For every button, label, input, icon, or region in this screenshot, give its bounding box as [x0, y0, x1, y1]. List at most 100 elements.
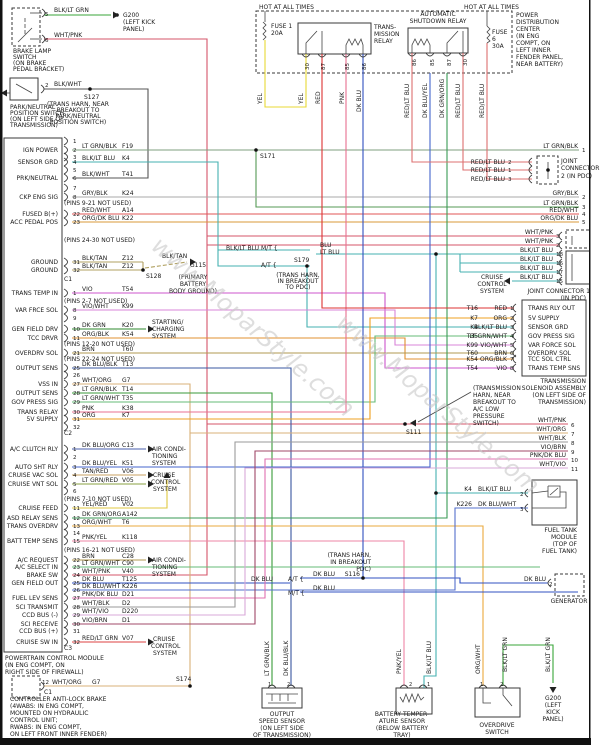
diagram-label: PANEL) — [123, 26, 144, 33]
diagram-label: PARK/NEUTRAL — [55, 113, 101, 120]
circuit-code: K99 — [122, 303, 134, 310]
diagram-label: TRANS- — [373, 24, 396, 31]
wire-teal-s179-solenoid — [306, 266, 514, 328]
diagram-label: ORG/WHT — [475, 644, 482, 674]
pin-number: 26 — [73, 588, 80, 594]
wire-vio-brn — [72, 450, 568, 625]
wire-color-label: BRN — [82, 346, 95, 353]
arrowhead-icon — [549, 687, 557, 693]
pcm-pin-brace — [63, 313, 68, 323]
diagram-label: (ON LEFT SIDE OF — [10, 116, 64, 123]
pin-arc — [425, 52, 435, 57]
diagram-label: (ON LEFT SIDE OF — [532, 392, 586, 399]
diagram-label: WHT/VIO — [539, 461, 566, 468]
diagram-label: 17 — [556, 270, 563, 276]
pin-arc — [512, 340, 517, 350]
diagram-label: 8 — [510, 366, 514, 372]
wire-color-label: GRY/BLK — [82, 190, 109, 197]
pcm-pin-brace — [63, 503, 68, 513]
diagram-label: WHT/ORG — [536, 426, 566, 433]
wire-wht-vio — [72, 467, 568, 616]
od-switch-symbol-2 — [502, 688, 513, 707]
wire-color-label: DK BLU/YEL — [82, 460, 117, 467]
pin-number: 10 — [73, 327, 80, 333]
diagram-label: 85 — [430, 59, 436, 66]
wire-color-label: LT GRN/BLK — [82, 386, 118, 393]
diagram-label: CONTROLLER ANTI-LOCK BRAKE — [10, 696, 107, 703]
diagram-label: 6 — [571, 423, 575, 429]
pin-number: 22 — [73, 212, 80, 218]
pins-not-used-note: (PINS 22-24 NOT USED) — [64, 356, 135, 363]
pin-number: 30 — [73, 410, 80, 416]
circuit-code: K118 — [122, 534, 138, 541]
arrowhead-icon — [148, 638, 154, 646]
pin-arc — [442, 52, 452, 57]
pin-number: 3 — [73, 155, 77, 161]
pcm-pin-label: SCI TRANSMIT — [16, 604, 59, 611]
pins-not-used-note: (PINS 24-30 NOT USED) — [64, 237, 135, 244]
pin-number: 1 — [73, 139, 77, 145]
pin-arc — [478, 684, 488, 689]
diagram-label: PANEL) — [542, 716, 563, 723]
circuit-code: G7 — [122, 377, 131, 384]
arrowhead-icon — [1, 89, 7, 97]
wire-pnk-dk-blu — [72, 458, 568, 599]
pin-arc — [528, 174, 533, 184]
pin-number: 13 — [73, 524, 80, 530]
pcm-pin-label: OVERDRV SOL — [15, 350, 59, 357]
diagram-label: PNK — [339, 91, 346, 104]
diagram-label: 2 — [582, 195, 586, 201]
junction-dot — [434, 252, 438, 256]
diagram-label: SWITCH — [13, 54, 37, 61]
circuit-code: C90 — [122, 560, 134, 567]
pcm-pin-label: CCD BUS (-) — [22, 612, 58, 619]
pin-number: 8 — [73, 308, 77, 314]
arrowhead-icon — [504, 277, 510, 285]
od-switch-symbol-1 — [482, 688, 491, 704]
diagram-label: LT GRN/BLK — [543, 200, 579, 207]
diagram-label: BLK/LT BLU — [478, 486, 511, 493]
pin-number: 25 — [73, 581, 80, 587]
diagram-label: DISTRIBUTION — [516, 19, 559, 26]
pin-arc — [528, 157, 533, 167]
junction-s171-label: S171 — [260, 153, 275, 160]
pin-arc — [512, 331, 517, 341]
joint-connector-1-bottom-box — [565, 250, 591, 285]
pin-number: 23 — [73, 220, 80, 226]
pcm-pin-label: A/C SELECT IN — [15, 564, 58, 571]
circuit-code: K22 — [122, 215, 134, 222]
diagram-label: 10 — [571, 458, 578, 464]
pcm-box — [3, 137, 63, 653]
s111-pointer-line — [417, 391, 472, 423]
pin-arc — [40, 681, 45, 691]
pin-arc — [41, 34, 46, 44]
diagram-label: K226 — [457, 501, 473, 508]
pin-arc — [524, 488, 529, 498]
diagram-label: TCC SOL CTRL — [527, 356, 571, 363]
pin-number: 29 — [73, 613, 80, 619]
diagram-label: MODULE — [551, 534, 577, 541]
pcm-pin-brace — [63, 388, 68, 398]
pin-number: 27 — [73, 382, 80, 388]
diagram-label: K99 — [466, 342, 478, 349]
fuse1-icon — [262, 21, 267, 41]
circuit-code: D2 — [122, 600, 131, 607]
pcm-pin-label: OUTPUT SENS — [16, 390, 58, 397]
diagram-label: GRY/BLK — [552, 190, 579, 197]
pin-number: 7 — [73, 186, 77, 192]
junction-dot — [434, 491, 438, 495]
diagram-label: STARTING/ — [152, 319, 184, 326]
diagram-label: 11 — [571, 467, 578, 473]
diagram-label: 5V SUPPLY — [528, 315, 560, 322]
diagram-label: OUTPUT — [270, 711, 295, 718]
pcm-pin-label: TRANS OVERDRV — [6, 523, 59, 530]
pin-arc — [498, 684, 508, 689]
pcm-pin-label: ASD RELAY SENS — [7, 515, 58, 522]
pcm-pin-label: A/C REQUEST — [17, 557, 58, 564]
wire-color-label: LT GRN/RED — [82, 477, 118, 484]
pin-number: 8 — [73, 195, 77, 201]
diagram-label: SYSTEM — [480, 288, 504, 295]
diagram-label: DK BLU — [313, 571, 335, 578]
pcm-pin-label: VAR FRCE SOL — [15, 307, 59, 314]
pin-number: 25 — [73, 366, 80, 372]
